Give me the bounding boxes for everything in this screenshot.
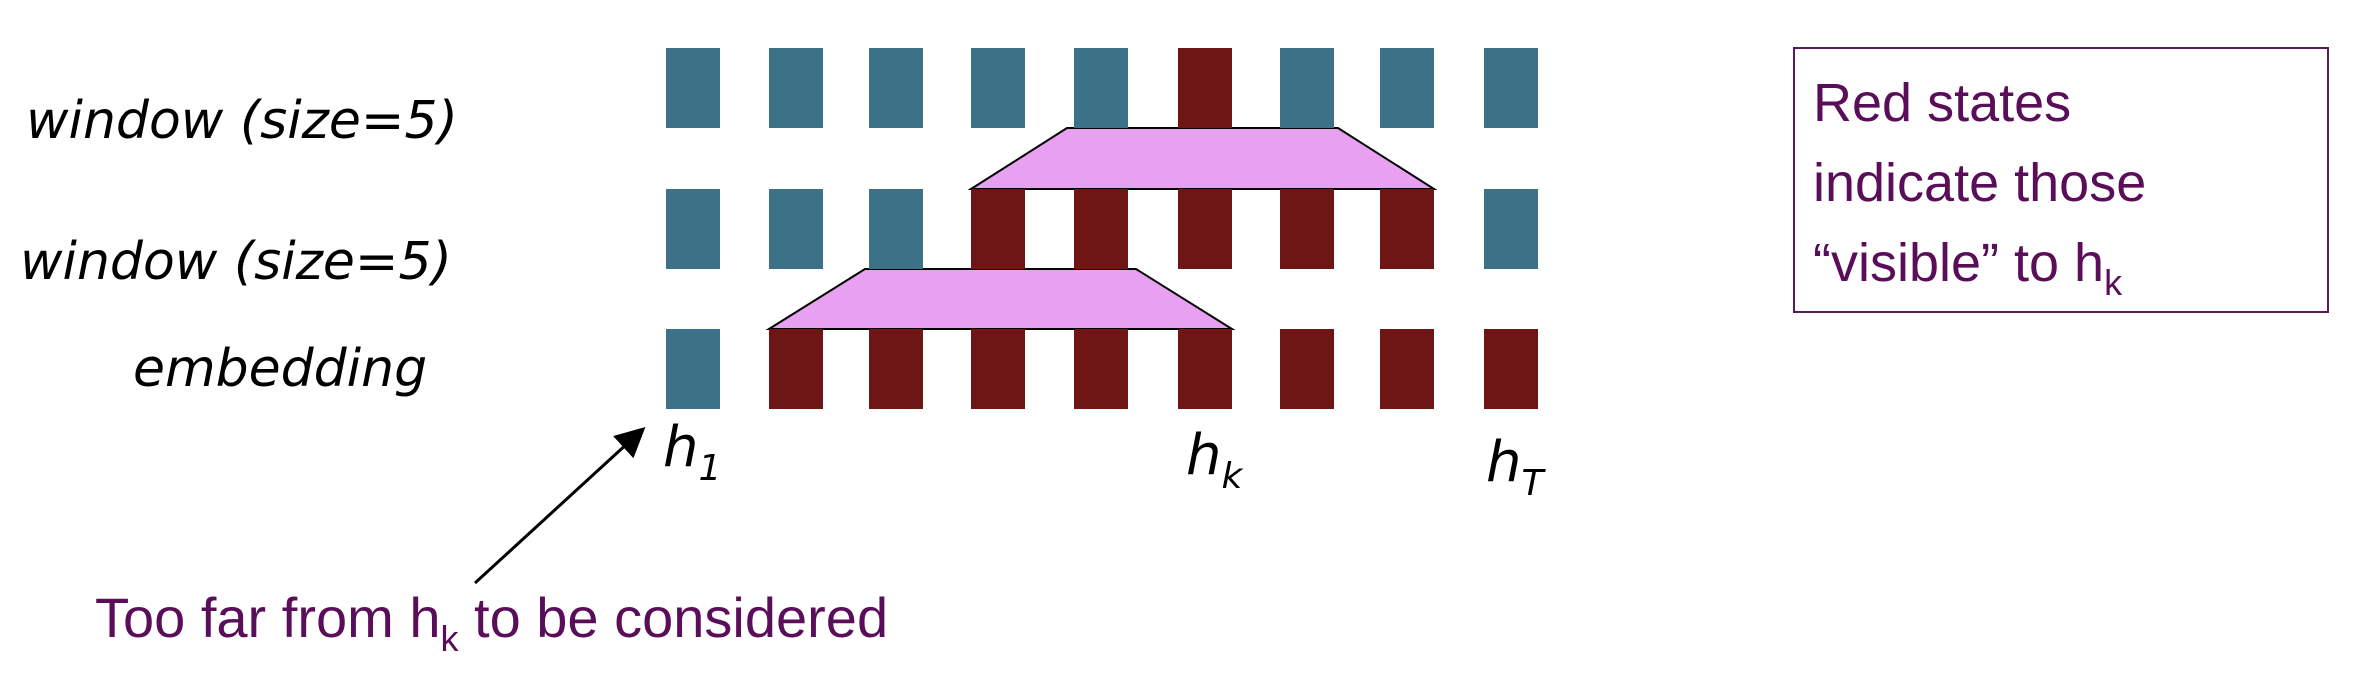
info-box-line-3: “visible” to hk [1813, 223, 2309, 323]
caption-sub: k [440, 618, 459, 659]
info-box: Red states indicate those “visible” to h… [1793, 47, 2329, 313]
info-box-line-1: Red states [1813, 73, 2072, 133]
state-middle-window-4-red [971, 189, 1025, 269]
state-embedding-9-red [1484, 329, 1538, 409]
state-middle-window-5-red [1074, 189, 1128, 269]
label-hT-sub: T [1521, 463, 1544, 504]
state-top-window-3-blue [869, 48, 923, 128]
state-top-window-7-blue [1280, 48, 1334, 128]
label-h1-sub: 1 [698, 448, 722, 489]
info-box-line-3-text: “visible” to h [1813, 233, 2105, 293]
state-middle-window-9-blue [1484, 189, 1538, 269]
state-middle-window-3-blue [869, 189, 923, 269]
state-top-window-9-blue [1484, 48, 1538, 128]
state-middle-window-8-red [1380, 189, 1434, 269]
state-middle-window-2-blue [769, 189, 823, 269]
window-trapezoid-1 [967, 127, 1438, 190]
row-label-middle-window: window (size=5) [20, 232, 452, 292]
state-top-window-2-blue [769, 48, 823, 128]
caption: Too far from hk to be considered [95, 590, 888, 657]
label-hT: hT [1486, 435, 1544, 502]
caption-text-after: to be considered [458, 586, 889, 649]
caption-text-before: Too far from h [95, 586, 441, 649]
state-middle-window-1-blue [666, 189, 720, 269]
row-label-top-window: window (size=5) [26, 91, 458, 151]
label-h1: h1 [663, 420, 721, 487]
state-embedding-3-red [869, 329, 923, 409]
state-top-window-5-blue [1074, 48, 1128, 128]
label-hT-base: h [1486, 430, 1522, 495]
states-layer [666, 48, 1538, 409]
label-hk-base: h [1186, 423, 1222, 488]
state-embedding-1-blue [666, 329, 720, 409]
label-hk-sub: k [1221, 456, 1243, 497]
row-label-embedding: embedding [133, 339, 428, 399]
state-top-window-4-blue [971, 48, 1025, 128]
state-top-window-6-red [1178, 48, 1232, 128]
state-middle-window-7-red [1280, 189, 1334, 269]
state-embedding-6-red [1178, 329, 1232, 409]
info-box-line-3-sub: k [2104, 262, 2123, 303]
state-embedding-8-red [1380, 329, 1434, 409]
state-middle-window-6-red [1178, 189, 1232, 269]
state-embedding-2-red [769, 329, 823, 409]
state-embedding-4-red [971, 329, 1025, 409]
state-top-window-1-blue [666, 48, 720, 128]
label-hk: hk [1186, 428, 1242, 495]
window-trapezoid-2 [765, 268, 1236, 330]
label-h1-base: h [663, 415, 699, 480]
pointer-arrow [473, 426, 646, 585]
info-box-line-2: indicate those [1813, 153, 2147, 213]
state-top-window-8-blue [1380, 48, 1434, 128]
state-embedding-5-red [1074, 329, 1128, 409]
state-embedding-7-red [1280, 329, 1334, 409]
